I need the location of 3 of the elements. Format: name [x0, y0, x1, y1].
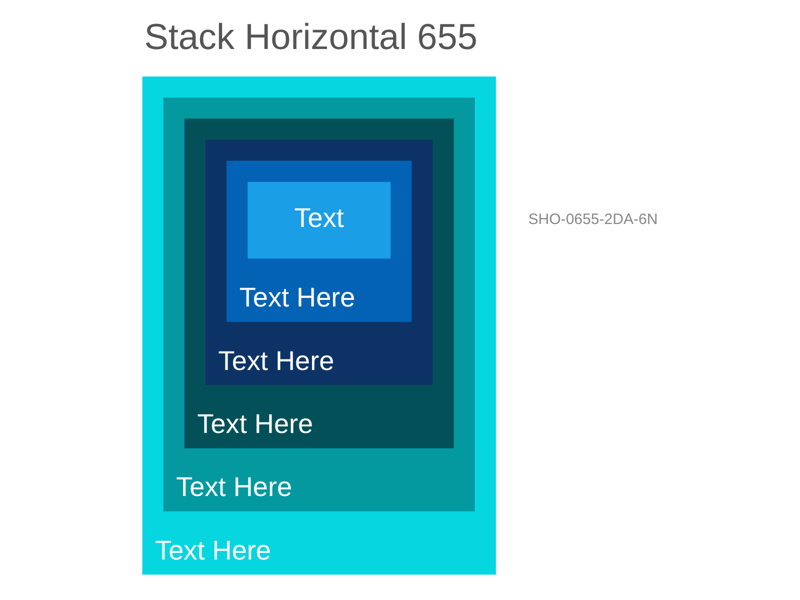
- diagram-title: Stack Horizontal 655: [144, 16, 478, 57]
- label: SHO-0655-2DA-6N: [528, 211, 658, 228]
- node-box: Text: [248, 182, 391, 259]
